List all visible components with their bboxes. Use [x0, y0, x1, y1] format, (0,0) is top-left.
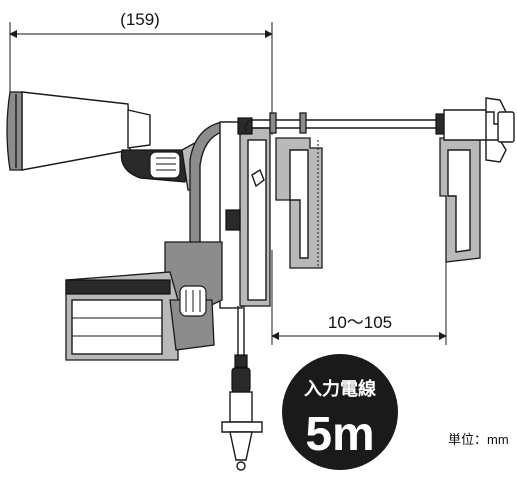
lamp-head: [6, 91, 151, 171]
badge-line1: 入力電線: [304, 378, 376, 399]
wing-nut: [435, 97, 515, 163]
unit-note: 単位：mm: [448, 432, 509, 447]
badge-line2: 5m: [305, 408, 374, 461]
width-dimension: (159): [9, 10, 273, 135]
sensor-unit: [65, 241, 223, 361]
cable-length-badge: 入力電線 5m: [282, 354, 398, 470]
power-cord: [221, 306, 263, 471]
mounting-rod: [244, 112, 440, 134]
width-dimension-label: (159): [120, 10, 160, 29]
depth-dimension: 10～105: [271, 250, 447, 345]
depth-dimension-label: 10～105: [328, 313, 392, 332]
left-bracket: [275, 137, 323, 269]
right-bracket: [439, 137, 481, 263]
